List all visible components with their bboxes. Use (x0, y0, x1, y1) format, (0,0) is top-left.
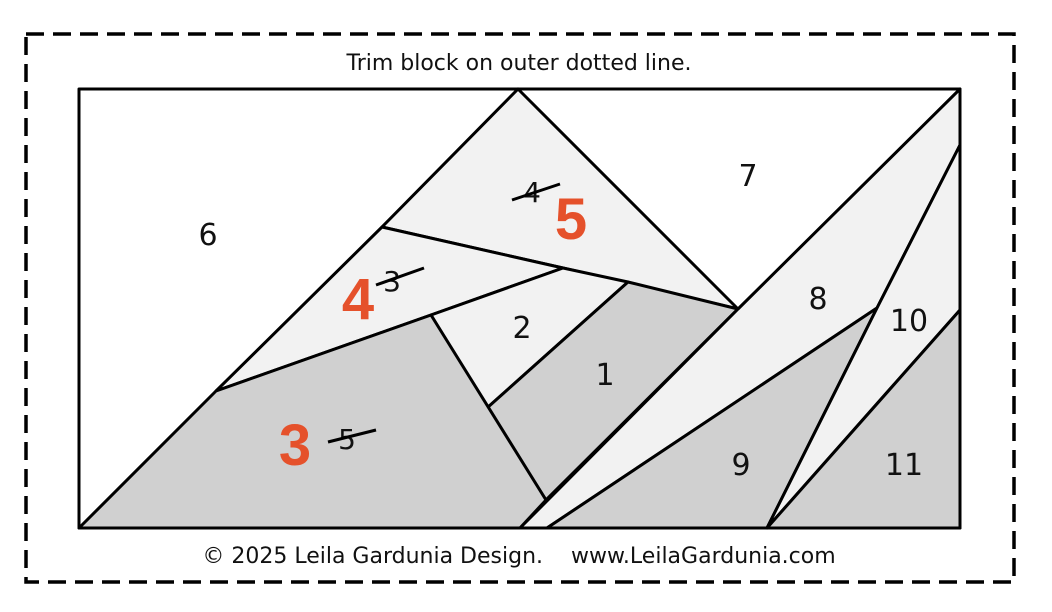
copyright-footer: © 2025 Leila Gardunia Design. www.LeilaG… (202, 544, 835, 569)
outer-dotted-trim-line (24, 32, 1016, 584)
piece-label-2: 2 (512, 311, 531, 346)
piece-label-3-corrected: 3 (279, 413, 311, 478)
piece-label-8: 8 (808, 282, 827, 317)
piece-label-10: 10 (890, 304, 928, 339)
block (77, 87, 962, 530)
piece-label-11: 11 (885, 448, 923, 483)
piece-label-6: 6 (198, 218, 217, 253)
piece-numbers: 6 7 2 1 8 10 9 11 4 3 5 5 4 3 (198, 159, 928, 483)
piece-label-5-crossed: 5 (338, 423, 356, 456)
piece-11-region (765, 308, 962, 530)
piece-label-1: 1 (595, 358, 614, 393)
piece-label-7: 7 (738, 159, 757, 194)
trim-instruction: Trim block on outer dotted line. (345, 51, 691, 76)
piece-label-3-crossed: 3 (383, 265, 401, 298)
piece-label-5-corrected: 5 (555, 187, 587, 252)
strikethrough (511, 182, 561, 202)
piece-label-9: 9 (731, 448, 750, 483)
strikethrough (375, 266, 425, 287)
strikethrough (327, 428, 377, 444)
piece-label-4-corrected: 4 (342, 267, 374, 332)
